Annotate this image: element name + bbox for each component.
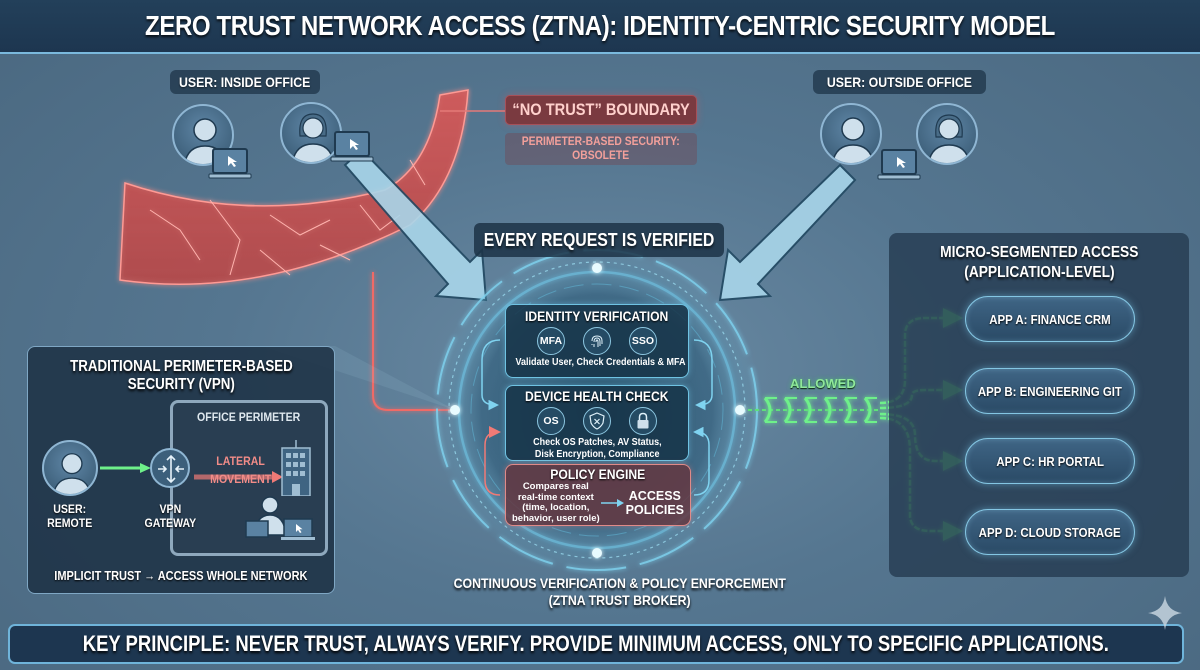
identity-verification-title: IDENTITY VERIFICATION: [525, 309, 669, 324]
lateral-movement-label: LATERAL MOVEMENT: [196, 452, 286, 488]
micro-title-line-1: MICRO-SEGMENTED ACCESS: [939, 244, 1139, 261]
male-user-avatar-icon: [820, 103, 882, 165]
red-connector-line: [372, 272, 452, 411]
policy-engine-title: POLICY ENGINE: [550, 467, 646, 482]
every-request-verified-banner: EVERY REQUEST IS VERIFIED: [474, 223, 724, 257]
trad-title-line-1: TRADITIONAL PERIMETER-BASED: [69, 358, 293, 375]
traditional-vpn-title: TRADITIONAL PERIMETER-BASED SECURITY (VP…: [27, 358, 335, 394]
os-icon-label: OS: [543, 415, 559, 427]
no-trust-boundary-text: “NO TRUST” BOUNDARY: [512, 100, 690, 119]
every-request-verified-text: EVERY REQUEST IS VERIFIED: [483, 229, 715, 250]
remote-user-line-1: USER:: [53, 502, 87, 516]
policy-engine-panel: POLICY ENGINE Compares real real-time co…: [505, 464, 691, 526]
node-right: [735, 405, 745, 415]
inside-office-label-text: USER: INSIDE OFFICE: [179, 74, 311, 90]
broken-perimeter-wall: [119, 89, 469, 285]
vpn-gateway-label: VPN GATEWAY: [134, 502, 206, 530]
app-label: APP C: HR PORTAL: [996, 453, 1104, 469]
sso-icon-label: SSO: [631, 335, 655, 347]
micro-title-line-2: (APPLICATION-LEVEL): [963, 264, 1115, 281]
office-perimeter-text: OFFICE PERIMETER: [197, 410, 301, 424]
node-top: [592, 263, 602, 273]
access-policies-text: ACCESS POLICIES: [626, 489, 684, 517]
mfa-icon-label: MFA: [539, 335, 563, 347]
female-user-avatar-icon: [916, 103, 978, 165]
implicit-trust-label: IMPLICIT TRUST → ACCESS WHOLE NETWORK: [27, 569, 335, 583]
lateral-movement-arrow-icon: [194, 471, 283, 483]
laptop-icon: [208, 148, 252, 179]
app-d-cloud-storage[interactable]: APP D: CLOUD STORAGE: [965, 509, 1135, 555]
node-left: [450, 405, 460, 415]
outside-office-label: USER: OUTSIDE OFFICE: [813, 70, 986, 94]
no-trust-boundary-badge: “NO TRUST” BOUNDARY: [505, 95, 697, 125]
device-health-desc-2: Disk Encryption, Compliance: [534, 449, 660, 460]
app-c-hr-portal[interactable]: APP C: HR PORTAL: [965, 438, 1135, 484]
inside-user-arrow: [343, 148, 488, 302]
outside-office-label-text: USER: OUTSIDE OFFICE: [826, 74, 973, 90]
policy-context-line: (time, location,: [522, 502, 590, 513]
implicit-trust-text: IMPLICIT TRUST → ACCESS WHOLE NETWORK: [54, 569, 308, 583]
trust-broker-caption: CONTINUOUS VERIFICATION & POLICY ENFORCE…: [380, 575, 860, 609]
key-principle-text: KEY PRINCIPLE: NEVER TRUST, ALWAYS VERIF…: [82, 631, 1110, 656]
laptop-icon: [877, 149, 921, 180]
remote-user-label: USER: REMOTE: [40, 502, 100, 530]
policy-context-text: Compares real real-time context (time, l…: [512, 481, 600, 524]
mfa-icon: MFA: [537, 327, 565, 355]
lock-icon: [629, 407, 657, 435]
arrow-right-icon: [600, 499, 624, 507]
access-policies-line-1: ACCESS: [628, 489, 681, 503]
remote-user-line-2: REMOTE: [47, 516, 93, 530]
trad-title-line-2: SECURITY (VPN): [127, 376, 235, 393]
sparkle-icon: [1148, 596, 1182, 630]
policy-context-line: Compares real: [522, 481, 589, 492]
office-perimeter-title: OFFICE PERIMETER: [170, 410, 328, 424]
vpn-gateway-icon: [150, 448, 190, 488]
remote-user-avatar-icon: [42, 440, 98, 496]
page-title: ZERO TRUST NETWORK ACCESS (ZTNA): IDENTI…: [145, 10, 1055, 41]
identity-verification-panel: IDENTITY VERIFICATION MFA SSO Validate U…: [505, 304, 689, 378]
broker-caption-line-2: (ZTNA TRUST BROKER): [549, 592, 691, 608]
vpn-line-1: VPN: [159, 502, 181, 516]
app-label: APP D: CLOUD STORAGE: [979, 524, 1121, 540]
os-icon: OS: [537, 407, 565, 435]
device-health-panel: DEVICE HEALTH CHECK OS Check OS Patches,…: [505, 385, 689, 461]
allowed-stream: [748, 397, 880, 423]
lateral-line-1: LATERAL: [216, 454, 266, 468]
female-user-avatar-icon: [280, 102, 342, 164]
allowed-label: ALLOWED: [790, 376, 856, 391]
app-label: APP A: FINANCE CRM: [989, 311, 1111, 327]
inside-office-label: USER: INSIDE OFFICE: [170, 70, 320, 94]
obsolete-line-2: OBSOLETE: [572, 150, 630, 162]
lateral-line-2: MOVEMENT: [210, 472, 272, 486]
device-health-desc-1: Check OS Patches, AV Status,: [532, 437, 662, 448]
app-a-finance-crm[interactable]: APP A: FINANCE CRM: [965, 296, 1135, 342]
laptop-icon: [330, 131, 374, 162]
device-health-title: DEVICE HEALTH CHECK: [525, 389, 669, 404]
broker-caption-line-1: CONTINUOUS VERIFICATION & POLICY ENFORCE…: [453, 575, 787, 591]
office-worker-icon: [245, 496, 315, 540]
access-policies-line-2: POLICIES: [625, 503, 684, 517]
office-building-icon: [281, 440, 311, 496]
policy-context-line: behavior, user role): [512, 512, 600, 524]
outside-user-arrow: [718, 163, 857, 302]
policy-context-line: real-time context: [517, 491, 594, 503]
node-bottom: [592, 548, 602, 558]
shield-x-icon: [583, 407, 611, 435]
perimeter-obsolete-label: PERIMETER-BASED SECURITY: OBSOLETE: [505, 133, 697, 165]
green-arrow-icon: [100, 463, 151, 473]
identity-verification-desc: Validate User, Check Credentials & MFA: [515, 357, 686, 368]
obsolete-line-1: PERIMETER-BASED SECURITY:: [522, 136, 680, 148]
micro-segmented-title: MICRO-SEGMENTED ACCESS (APPLICATION-LEVE…: [889, 243, 1189, 283]
sso-icon: SSO: [629, 327, 657, 355]
key-principle-footer: KEY PRINCIPLE: NEVER TRUST, ALWAYS VERIF…: [8, 624, 1184, 664]
page-header: ZERO TRUST NETWORK ACCESS (ZTNA): IDENTI…: [0, 0, 1200, 54]
app-b-engineering-git[interactable]: APP B: ENGINEERING GIT: [965, 368, 1135, 414]
app-label: APP B: ENGINEERING GIT: [977, 383, 1123, 399]
fingerprint-icon: [583, 327, 611, 355]
vpn-line-2: GATEWAY: [144, 516, 196, 530]
